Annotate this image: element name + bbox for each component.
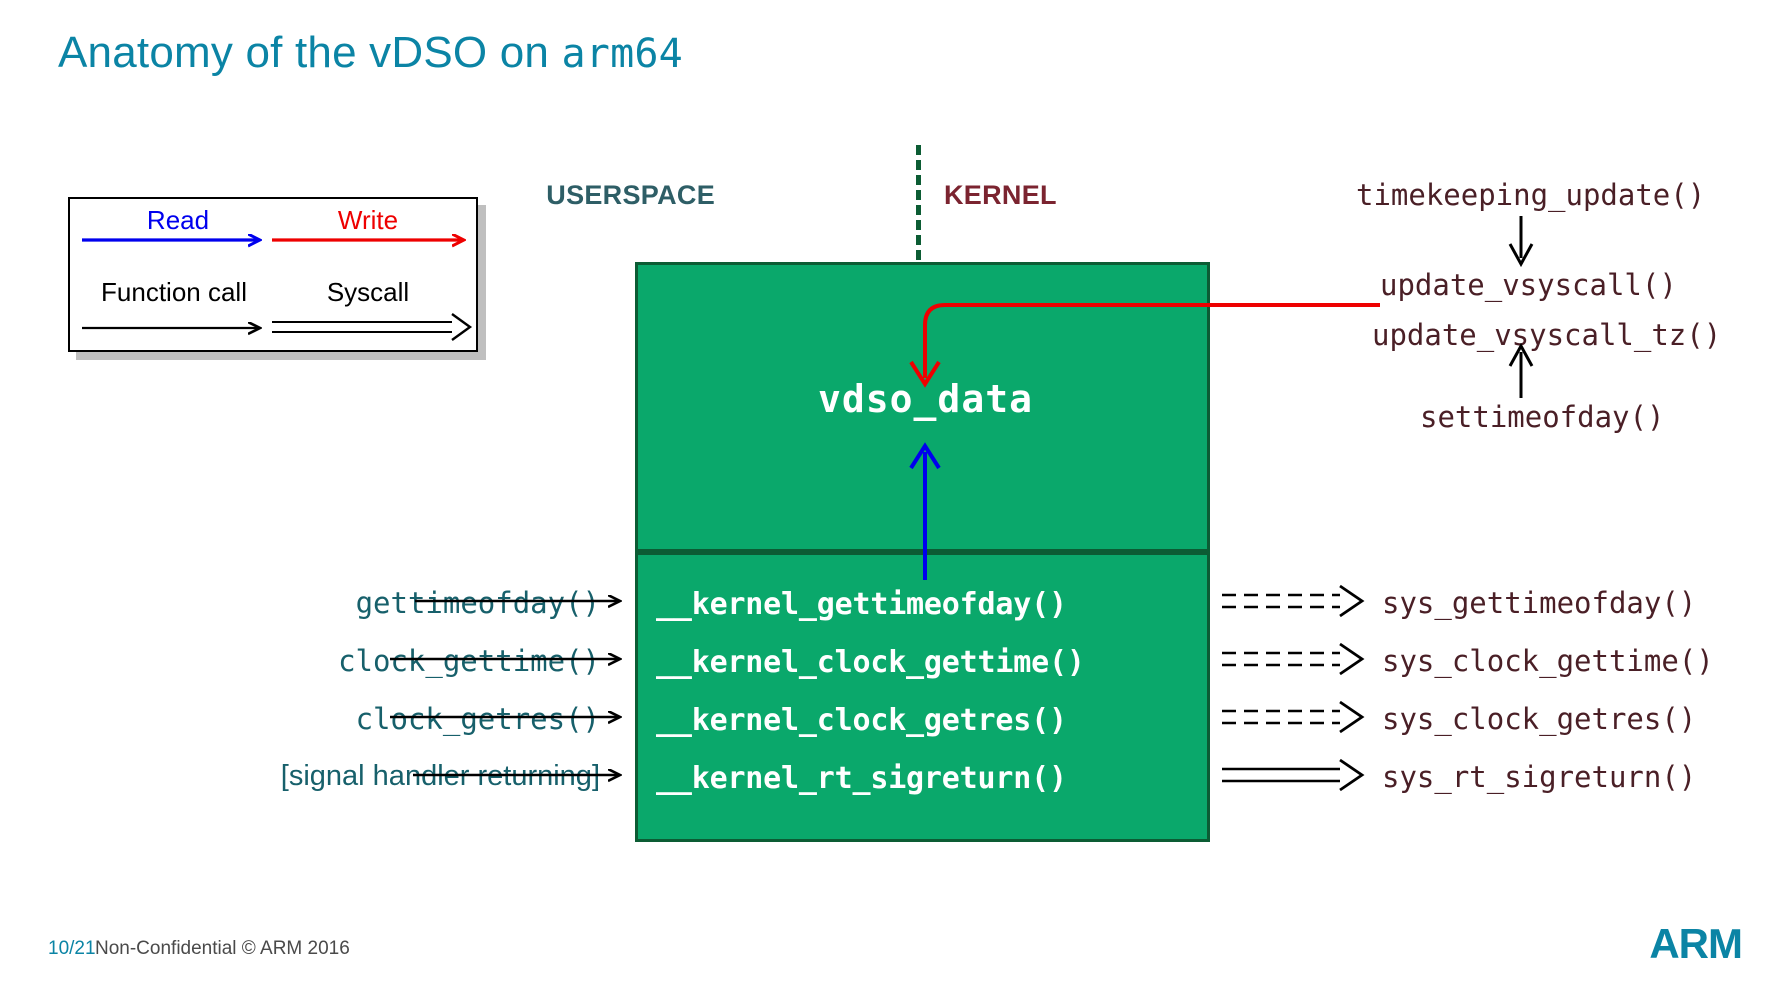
page-title-mono: arm64: [561, 31, 683, 77]
legend-write-label: Write: [337, 205, 399, 235]
kernel-update-chain-item: update_vsyscall_tz(): [1372, 318, 1722, 352]
page-title: Anatomy of the vDSO on arm64: [58, 28, 683, 78]
user-call-label: [signal handler returning]: [280, 760, 600, 792]
kernel-function-row: __kernel_clock_getres(): [656, 703, 1067, 738]
footer-confidentiality-note: Non-Confidential © ARM 2016: [95, 938, 350, 959]
user-call-label: gettimeofday(): [355, 586, 600, 620]
legend-write: Write: [268, 205, 468, 235]
legend-box: Read Write Function call Syscall: [68, 197, 478, 352]
syscall-label: sys_gettimeofday(): [1382, 586, 1697, 620]
syscall-arrow-icon: [1222, 758, 1365, 792]
syscall-arrow-icon: [1222, 584, 1365, 618]
syscall-label: sys_clock_gettime(): [1382, 644, 1714, 678]
kernel-label: KERNEL: [944, 180, 1057, 210]
chain-down-arrow-icon: [1508, 216, 1534, 268]
kernel-function-row: __kernel_rt_sigreturn(): [656, 761, 1067, 796]
syscall-label: sys_rt_sigreturn(): [1382, 760, 1697, 794]
kernel-update-chain-item: update_vsyscall(): [1380, 268, 1677, 302]
syscall-arrow-icon: [1222, 642, 1365, 676]
kernel-function-row: __kernel_clock_gettime(): [656, 645, 1085, 680]
legend-syscall: Syscall: [268, 277, 468, 307]
kernel-update-chain-item: settimeofday(): [1420, 400, 1665, 434]
chain-up-arrow-icon: [1508, 342, 1534, 398]
legend-syscall-label: Syscall: [326, 277, 410, 307]
footer-page-number: 10/21: [48, 938, 96, 959]
syscall-arrow-icon: [1222, 700, 1365, 734]
kernel-update-chain-item: timekeeping_update(): [1356, 178, 1706, 212]
vdso-data-box: vdso_data: [635, 262, 1210, 552]
page-title-text: Anatomy of the vDSO on: [58, 28, 562, 77]
legend-function-call-label: Function call: [101, 277, 247, 307]
user-call-label: clock_getres(): [355, 702, 600, 736]
user-call-label: clock_gettime(): [338, 644, 600, 678]
kernel-function-row: __kernel_gettimeofday(): [656, 587, 1067, 622]
vdso-functions-box: __kernel_gettimeofday() __kernel_clock_g…: [635, 552, 1210, 842]
legend-read-label: Read: [146, 205, 210, 235]
vdso-data-label: vdso_data: [818, 377, 1033, 421]
syscall-label: sys_clock_getres(): [1382, 702, 1697, 736]
legend-function-call: Function call: [74, 277, 274, 307]
arm-logo: ARM: [1649, 920, 1743, 967]
userspace-label: USERSPACE: [546, 180, 715, 210]
legend-read: Read: [78, 205, 278, 235]
